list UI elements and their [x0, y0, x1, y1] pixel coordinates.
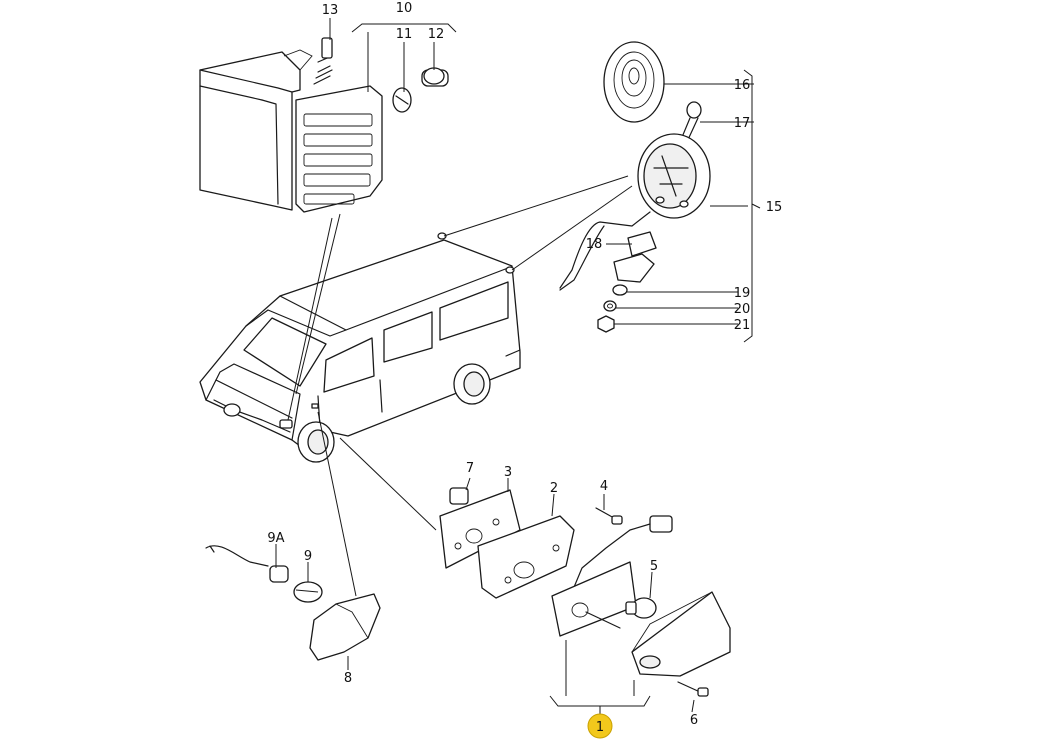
bulb-part-9[interactable] [293, 581, 323, 603]
label-7[interactable]: 7 [466, 461, 474, 476]
washer-part-19[interactable] [612, 284, 628, 296]
wire-lead [559, 211, 651, 291]
mounting-bracket-part-18[interactable] [613, 231, 657, 283]
bulb-part-11[interactable] [392, 87, 412, 113]
label-12[interactable]: 12 [428, 27, 445, 42]
screw-part-4[interactable] [595, 507, 623, 525]
bulb-part-5[interactable] [625, 597, 657, 619]
label-10[interactable]: 10 [396, 1, 413, 16]
label-5[interactable]: 5 [650, 559, 658, 574]
label-2[interactable]: 2 [550, 481, 558, 496]
label-21[interactable]: 21 [734, 318, 751, 333]
callout-lines [287, 175, 633, 597]
label-16[interactable]: 16 [734, 78, 751, 93]
repeater-lens-part-1[interactable] [631, 591, 731, 677]
headlamp-assembly [199, 49, 313, 211]
label-9[interactable]: 9 [304, 549, 312, 564]
part-labels: 1 2 3 4 5 6 7 8 9 9A 10 11 12 13 15 16 1… [267, 1, 783, 739]
bulb-holder-plate[interactable] [551, 561, 637, 637]
label-1[interactable]: 1 [596, 720, 604, 735]
label-20[interactable]: 20 [734, 302, 751, 317]
label-6[interactable]: 6 [690, 713, 698, 728]
nut-part-21[interactable] [597, 315, 615, 333]
screw-part-6[interactable] [677, 681, 709, 697]
lamp-housing-part-15[interactable] [637, 133, 711, 219]
label-15[interactable]: 15 [766, 200, 783, 215]
van-body [199, 232, 521, 463]
label-13[interactable]: 13 [322, 3, 339, 18]
side-marker-light-part-8[interactable] [309, 593, 381, 661]
highlight-circle [587, 713, 613, 739]
label-19[interactable]: 19 [734, 286, 751, 301]
label-4[interactable]: 4 [600, 479, 608, 494]
label-9a[interactable]: 9A [267, 531, 284, 546]
label-8[interactable]: 8 [344, 671, 352, 686]
label-11[interactable]: 11 [396, 27, 413, 42]
label-leaders [275, 18, 761, 716]
washer-part-20[interactable] [603, 300, 617, 312]
label-17[interactable]: 17 [734, 116, 751, 131]
label-18[interactable]: 18 [586, 237, 603, 252]
bulb-socket-part-9a[interactable] [269, 565, 289, 583]
lamp-base-part-2[interactable] [477, 515, 575, 599]
wire-harness-9a [205, 545, 269, 567]
lens-cover-part-16[interactable] [603, 41, 665, 123]
turn-signal-lens-part-10[interactable] [295, 85, 383, 213]
bulb-holder-part-12[interactable] [421, 67, 449, 87]
label-3[interactable]: 3 [504, 465, 512, 480]
spring-clip-part-13[interactable] [313, 37, 333, 85]
connector-cable [571, 515, 673, 593]
clip-part-7[interactable] [449, 487, 469, 505]
